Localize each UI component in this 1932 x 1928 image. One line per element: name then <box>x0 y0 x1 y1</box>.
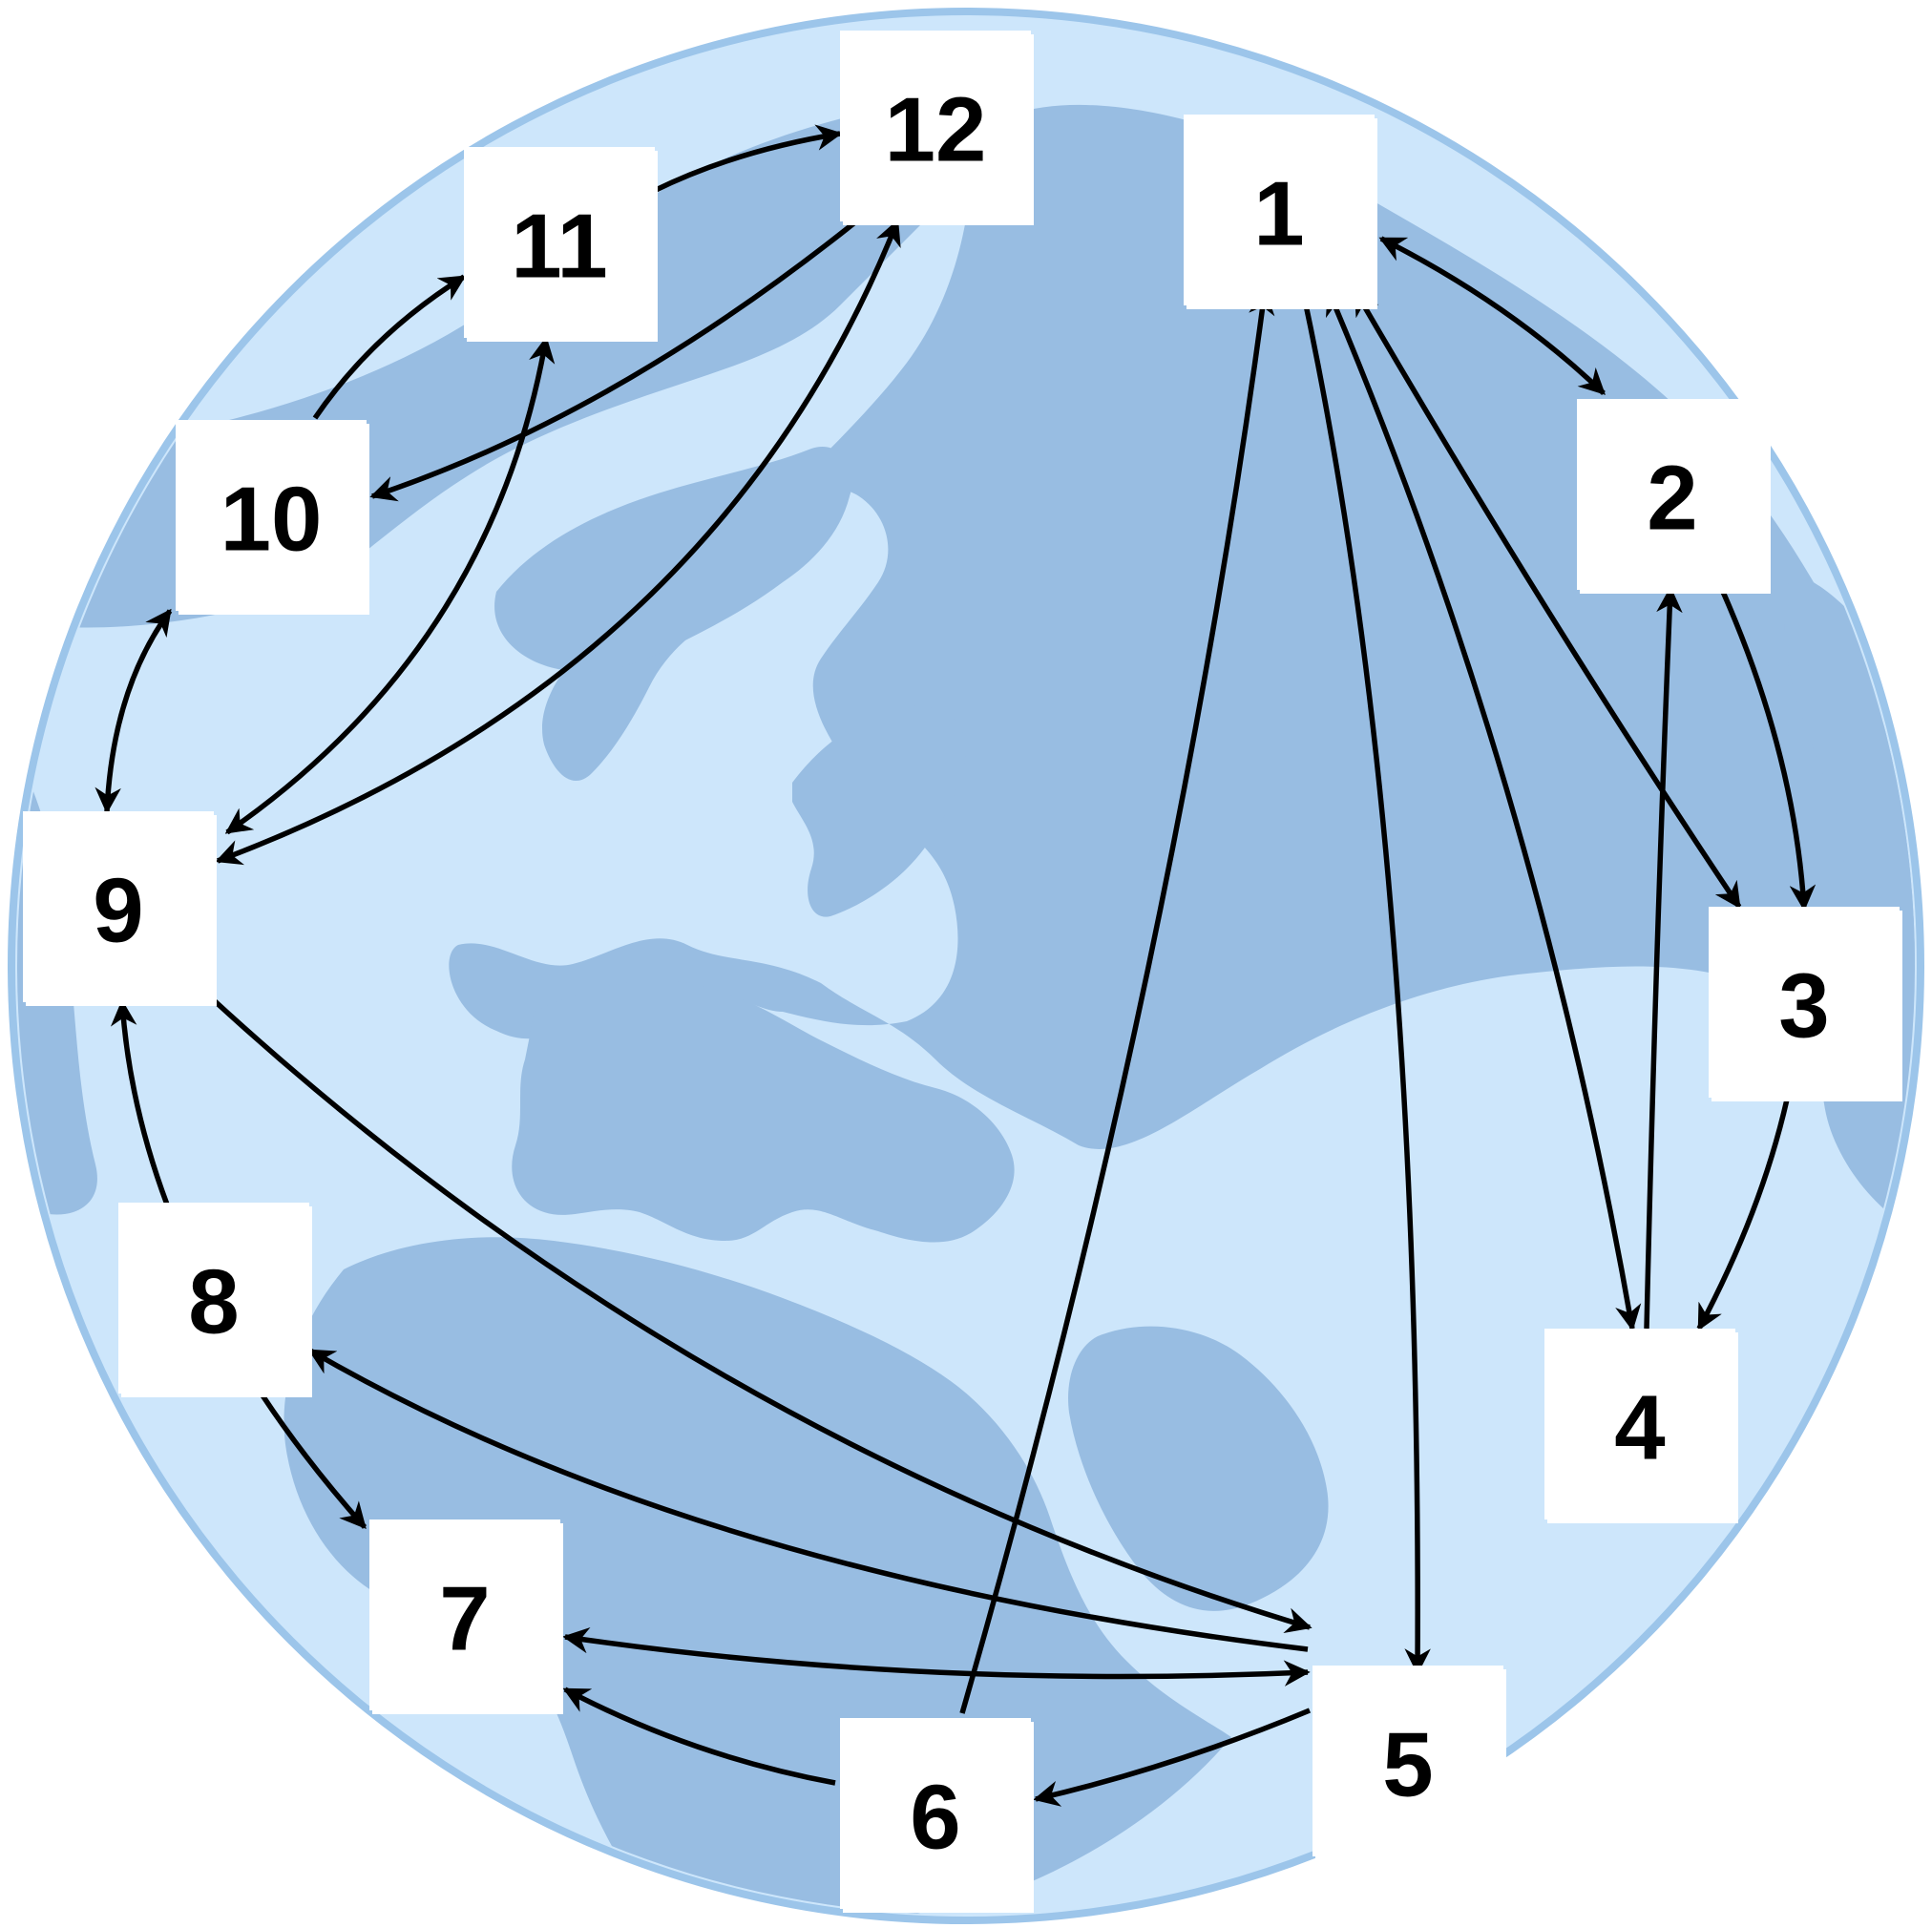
edge-3-to-4 <box>1696 1099 1790 1331</box>
node-label: 9 <box>93 860 143 962</box>
edge-4-to-1 <box>1325 288 1642 1331</box>
node-box <box>464 147 655 338</box>
edge-9-to-10 <box>94 608 173 814</box>
node-3: 3 <box>1709 907 1902 1101</box>
node-box <box>840 31 1031 221</box>
land-europe <box>512 980 1015 1243</box>
node-label: 2 <box>1647 448 1697 550</box>
edge-9-to-5 <box>212 997 1312 1634</box>
node-label: 8 <box>188 1251 239 1353</box>
edge-8-to-9 <box>110 999 170 1205</box>
node-2: 2 <box>1577 399 1771 594</box>
node-9: 9 <box>23 811 217 1006</box>
node-box <box>840 1718 1031 1909</box>
edge-5-to-8 <box>307 1348 1309 1652</box>
edge-5-to-6 <box>1033 1708 1312 1807</box>
edge-11-to-12 <box>652 124 843 194</box>
node-box <box>23 811 214 1002</box>
node-label: 5 <box>1382 1714 1433 1816</box>
node-8: 8 <box>118 1203 312 1397</box>
edges-layer <box>94 124 1816 1807</box>
edge-8-to-7 <box>260 1394 368 1530</box>
node-label: 12 <box>885 79 987 181</box>
edge-1-to-5 <box>1300 290 1431 1675</box>
node-box <box>369 1519 560 1710</box>
node-box <box>176 420 367 611</box>
node-box <box>1577 399 1768 590</box>
node-11: 11 <box>464 147 658 342</box>
node-label: 3 <box>1778 955 1829 1058</box>
node-6: 6 <box>840 1718 1034 1913</box>
node-7: 7 <box>369 1519 563 1714</box>
edge-6-to-1 <box>959 288 1275 1714</box>
node-label: 4 <box>1614 1377 1665 1479</box>
edge-2-to-3 <box>1720 590 1816 912</box>
node-12: 12 <box>840 31 1034 225</box>
node-box <box>1312 1666 1503 1856</box>
node-label: 10 <box>220 469 323 571</box>
node-box <box>1709 907 1900 1098</box>
node-box <box>1544 1329 1735 1519</box>
edge-12-to-9 <box>215 219 901 866</box>
node-label: 7 <box>439 1568 490 1670</box>
node-label: 1 <box>1253 163 1304 265</box>
node-label: 11 <box>511 196 607 298</box>
node-10: 10 <box>176 420 369 615</box>
node-1: 1 <box>1184 115 1377 309</box>
land-arabia <box>1068 1326 1329 1611</box>
node-box <box>1184 115 1375 305</box>
node-4: 4 <box>1544 1329 1738 1523</box>
edge-4-to-2 <box>1644 586 1683 1330</box>
node-label: 6 <box>910 1767 960 1869</box>
edge-5-to-7 <box>562 1626 1311 1687</box>
globe <box>8 8 1924 1924</box>
node-5: 5 <box>1312 1666 1506 1860</box>
node-box <box>118 1203 309 1394</box>
edge-6-to-7 <box>562 1687 836 1786</box>
